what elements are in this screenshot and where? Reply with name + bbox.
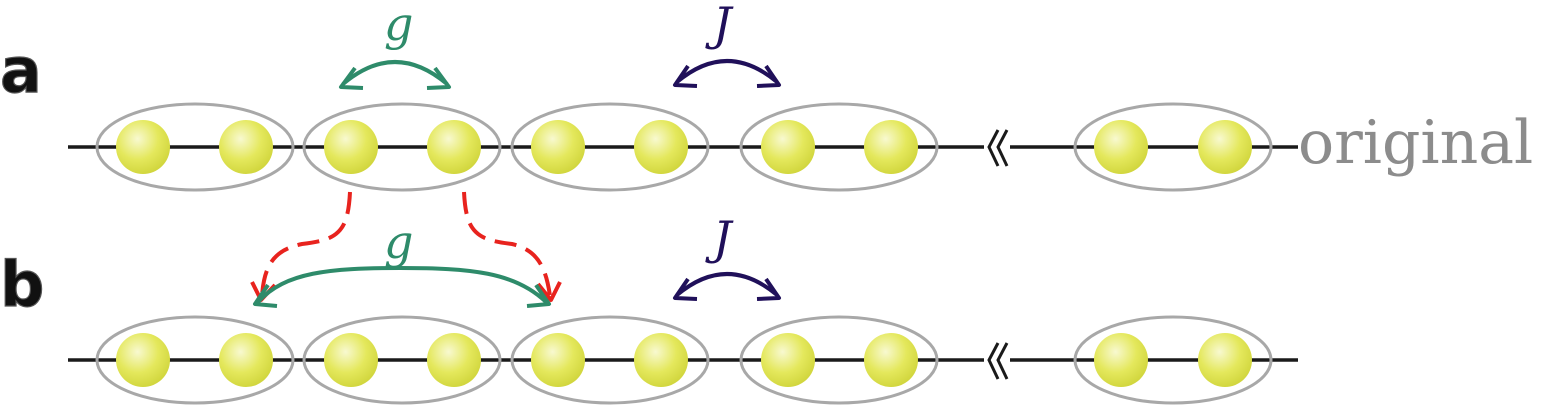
row-caption-original: original xyxy=(1298,108,1533,178)
site xyxy=(219,120,273,174)
site xyxy=(116,333,170,387)
site xyxy=(864,333,918,387)
cell-b-1 xyxy=(95,315,295,405)
site xyxy=(427,120,481,174)
g-label-b: g xyxy=(384,215,413,269)
site xyxy=(634,120,688,174)
site xyxy=(324,333,378,387)
panel-b: b xyxy=(0,211,1298,405)
g-label-a: g xyxy=(384,0,413,51)
site xyxy=(864,120,918,174)
cell-b-3 xyxy=(510,315,710,405)
panel-a: a xyxy=(0,0,1533,192)
cell-a-5 xyxy=(1073,102,1273,192)
g-coupling-arrow-b xyxy=(253,265,551,308)
J-coupling-arrow-b xyxy=(673,272,781,301)
site xyxy=(634,333,688,387)
site xyxy=(531,120,585,174)
cell-b-4 xyxy=(739,315,939,405)
J-label-a: J xyxy=(705,0,734,51)
break-mark-a xyxy=(984,129,1010,167)
site xyxy=(1094,333,1148,387)
site xyxy=(324,120,378,174)
site xyxy=(1198,333,1252,387)
cell-a-1 xyxy=(95,102,295,192)
panel-a-label: a xyxy=(0,34,42,107)
J-label-b: J xyxy=(705,211,734,265)
cell-a-4 xyxy=(739,102,939,192)
site xyxy=(427,333,481,387)
site xyxy=(1094,120,1148,174)
site xyxy=(761,120,815,174)
panel-b-label: b xyxy=(0,248,44,321)
site xyxy=(116,120,170,174)
cell-b-5 xyxy=(1073,315,1273,405)
site xyxy=(531,333,585,387)
g-coupling-arrow-a xyxy=(339,60,451,90)
J-coupling-arrow-a xyxy=(673,59,781,88)
cell-a-3 xyxy=(510,102,710,192)
break-mark-b xyxy=(984,342,1010,380)
site xyxy=(1198,120,1252,174)
cell-b-2 xyxy=(302,315,502,405)
cell-a-2 xyxy=(302,102,502,192)
site xyxy=(761,333,815,387)
site xyxy=(219,333,273,387)
